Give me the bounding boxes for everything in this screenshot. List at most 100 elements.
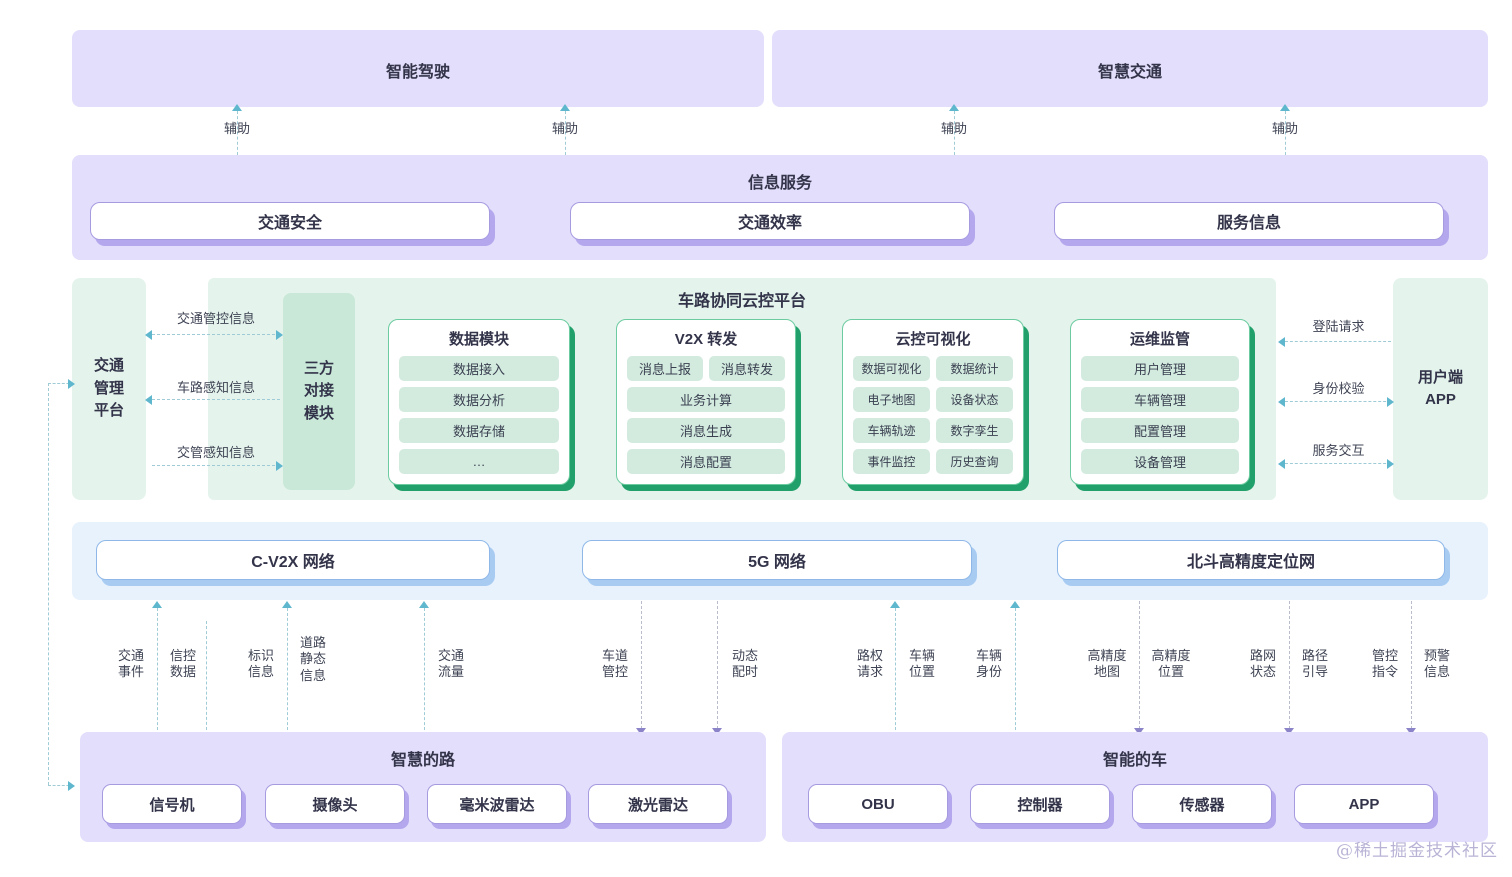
module-sub-item[interactable]: 车辆轨迹 — [853, 418, 930, 443]
watermark: @稀土掘金技术社区 — [1336, 841, 1498, 861]
smart-vehicle-item-app[interactable]: APP — [1294, 784, 1434, 824]
module-sub-item[interactable]: 数据接入 — [399, 356, 559, 381]
module-card-data-title: 数据模块 — [448, 331, 509, 348]
assist-label-2: 辅助 — [551, 121, 578, 136]
flow-line-8 — [895, 608, 896, 735]
module-sub-item[interactable]: 设备管理 — [1081, 449, 1239, 474]
info-service-item-traffic-efficiency[interactable]: 交通效率 — [570, 202, 970, 240]
assist-label-4: 辅助 — [1271, 121, 1298, 136]
flow-line-13 — [1289, 601, 1290, 729]
top-app-smart-driving[interactable]: 智能驾驶 — [72, 30, 764, 107]
top-app-smart-traffic-label: 智慧交通 — [1097, 64, 1162, 81]
assist-connector-line-3 — [954, 111, 955, 155]
module-sub-item[interactable]: 消息生成 — [627, 418, 785, 443]
module-sub-item[interactable]: 车辆管理 — [1081, 387, 1239, 412]
road-to-platform-top-horizontal — [48, 383, 74, 384]
flow-label-road-network-status: 路网 状态 — [1249, 648, 1276, 680]
module-card-cloud-visualization[interactable]: 云控可视化 数据可视化 数据统计 电子地图 设备状态 车辆轨迹 数字孪生 事件监… — [842, 319, 1024, 485]
module-sub-item[interactable]: 消息上报 — [627, 356, 703, 381]
flow-arrow-up-5 — [419, 601, 429, 608]
flow-line-2 — [206, 621, 207, 735]
smart-road-item-camera[interactable]: 摄像头 — [265, 784, 405, 824]
flow-label-vehicle-position: 车辆 位置 — [908, 648, 935, 680]
assist-arrow-3 — [949, 104, 959, 111]
module-sub-item[interactable]: 业务计算 — [627, 387, 785, 412]
left-link-arrow-2-left — [145, 395, 152, 405]
module-sub-row: 电子地图 设备状态 — [853, 387, 1013, 412]
flow-arrow-down-13 — [1284, 728, 1294, 735]
right-link-line-3 — [1285, 463, 1391, 464]
module-sub-item[interactable]: 数据可视化 — [853, 356, 930, 381]
right-link-arrow-3-right — [1387, 459, 1394, 469]
flow-line-5 — [424, 608, 425, 735]
module-sub-item[interactable]: 数据存储 — [399, 418, 559, 443]
smart-road-item-mmwave-radar[interactable]: 毫米波雷达 — [427, 784, 567, 824]
smart-vehicle-item-sensor[interactable]: 传感器 — [1132, 784, 1272, 824]
module-sub-item[interactable]: 消息转发 — [709, 356, 785, 381]
module-sub-item[interactable]: 数字孪生 — [936, 418, 1013, 443]
flow-line-10 — [1015, 608, 1016, 735]
cloud-platform-title: 车路协同云控平台 — [677, 293, 806, 310]
module-card-ops-monitoring-title: 运维监管 — [1129, 331, 1190, 348]
left-link-label-1: 交通管控信息 — [176, 311, 255, 326]
module-sub-item[interactable]: … — [399, 449, 559, 474]
assist-label-1: 辅助 — [223, 121, 250, 136]
network-item-beidou[interactable]: 北斗高精度定位网 — [1057, 540, 1445, 580]
module-sub-item[interactable]: 配置管理 — [1081, 418, 1239, 443]
left-link-line-1 — [152, 334, 280, 335]
module-sub-item[interactable]: 数据分析 — [399, 387, 559, 412]
smart-road-item-lidar[interactable]: 激光雷达 — [588, 784, 728, 824]
third-party-adapter-module[interactable]: 三方 对接 模块 — [283, 293, 355, 490]
info-service-item-service-info[interactable]: 服务信息 — [1054, 202, 1444, 240]
assist-arrow-1 — [232, 104, 242, 111]
right-link-label-3: 服务交互 — [1312, 443, 1365, 458]
module-sub-item[interactable]: 设备状态 — [936, 387, 1013, 412]
flow-label-road-static-info: 道路 静态 信息 — [299, 635, 326, 683]
road-to-platform-arrow-bottom — [68, 781, 75, 791]
top-app-smart-driving-label: 智能驾驶 — [385, 64, 450, 81]
module-sub-item[interactable]: 历史查询 — [936, 449, 1013, 474]
left-link-line-3 — [152, 465, 280, 466]
assist-arrow-2 — [560, 104, 570, 111]
right-link-line-1 — [1285, 341, 1391, 342]
module-card-data[interactable]: 数据模块 数据接入 数据分析 数据存储 … — [388, 319, 570, 485]
smart-vehicle-item-controller[interactable]: 控制器 — [970, 784, 1110, 824]
network-item-5g[interactable]: 5G 网络 — [582, 540, 972, 580]
flow-label-traffic-event: 交通 事件 — [117, 648, 144, 680]
flow-label-vehicle-identity: 车辆 身份 — [975, 648, 1002, 680]
smart-vehicle-item-obu[interactable]: OBU — [808, 784, 948, 824]
flow-arrow-down-7 — [712, 728, 722, 735]
module-card-ops-monitoring[interactable]: 运维监管 用户管理 车辆管理 配置管理 设备管理 — [1070, 319, 1250, 485]
module-card-v2x[interactable]: V2X 转发 消息上报 消息转发 业务计算 消息生成 消息配置 — [616, 319, 796, 485]
flow-line-6 — [641, 601, 642, 729]
module-sub-row: 车辆轨迹 数字孪生 — [853, 418, 1013, 443]
traffic-management-platform-column[interactable]: 交通 管理 平台 — [72, 278, 146, 500]
module-sub-row: 事件监控 历史查询 — [853, 449, 1013, 474]
right-link-line-2 — [1285, 401, 1391, 402]
right-link-arrow-2-right — [1387, 397, 1394, 407]
smart-road-item-signal-controller[interactable]: 信号机 — [102, 784, 242, 824]
module-sub-item[interactable]: 电子地图 — [853, 387, 930, 412]
left-link-arrow-3-right — [276, 461, 283, 471]
info-service-item-traffic-safety[interactable]: 交通安全 — [90, 202, 490, 240]
road-to-platform-arrow-top — [68, 379, 75, 389]
right-link-arrow-3-left — [1278, 459, 1285, 469]
flow-arrow-up-1 — [152, 601, 162, 608]
network-item-cv2x[interactable]: C-V2X 网络 — [96, 540, 490, 580]
flow-arrow-up-8 — [890, 601, 900, 608]
module-sub-item[interactable]: 消息配置 — [627, 449, 785, 474]
user-client-app-column[interactable]: 用户端 APP — [1393, 278, 1488, 500]
flow-line-15 — [1411, 601, 1412, 729]
assist-arrow-4 — [1280, 104, 1290, 111]
flow-label-warning-info: 预警 信息 — [1423, 648, 1450, 680]
module-sub-row: 消息上报 消息转发 — [627, 356, 785, 381]
smart-vehicle-title: 智能的车 — [1102, 752, 1167, 769]
flow-label-hd-map: 高精度 地图 — [1087, 648, 1127, 680]
module-sub-item[interactable]: 数据统计 — [936, 356, 1013, 381]
module-card-v2x-title: V2X 转发 — [674, 331, 738, 348]
module-sub-item[interactable]: 事件监控 — [853, 449, 930, 474]
module-sub-item[interactable]: 用户管理 — [1081, 356, 1239, 381]
flow-label-lane-control: 车道 管控 — [601, 648, 628, 680]
top-app-smart-traffic[interactable]: 智慧交通 — [772, 30, 1488, 107]
